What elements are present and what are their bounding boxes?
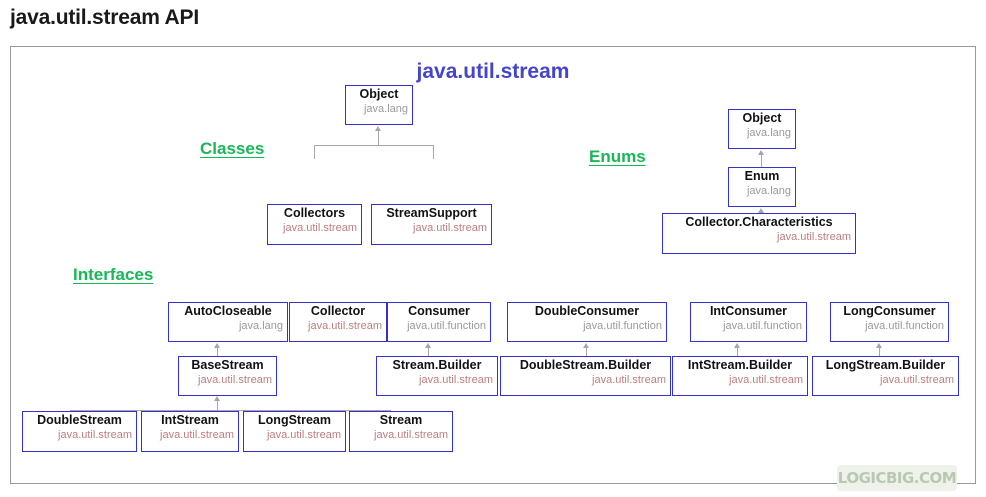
uml-name: DoubleStream: [37, 413, 122, 427]
uml-name: LongConsumer: [843, 304, 936, 318]
uml-package: java.lang: [238, 320, 283, 332]
uml-box-double-stream[interactable]: DoubleStream java.util.stream: [22, 411, 137, 452]
connector-streambuilder-to-consumer: [428, 347, 429, 360]
uml-package: java.util.stream: [283, 222, 357, 234]
connector-arrow-int-consumer: [734, 343, 740, 348]
uml-package: java.util.function: [583, 320, 662, 332]
uml-package: java.util.stream: [880, 374, 954, 386]
section-label-classes: Classes: [200, 139, 265, 158]
uml-box-int-consumer[interactable]: IntConsumer java.util.function: [690, 302, 807, 342]
uml-box-collectors[interactable]: Collectors java.util.stream: [267, 204, 362, 245]
connector-arrow-auto-closeable: [214, 343, 220, 348]
uml-package: java.util.function: [723, 320, 802, 332]
uml-box-stream-builder[interactable]: Stream.Builder java.util.stream: [376, 356, 498, 396]
uml-name: Stream.Builder: [392, 358, 482, 372]
uml-package: java.lang: [363, 103, 408, 115]
connector-arrow-enum: [758, 208, 764, 213]
uml-name: Object: [359, 87, 399, 101]
uml-box-collector-characteristics[interactable]: Collector.Characteristics java.util.stre…: [662, 213, 856, 254]
uml-package: java.util.stream: [374, 429, 448, 441]
uml-name: AutoCloseable: [184, 304, 272, 318]
uml-package: java.util.stream: [58, 429, 132, 441]
uml-package: java.util.function: [865, 320, 944, 332]
uml-name: Object: [742, 111, 782, 125]
connector-arrow-enums-object: [758, 150, 764, 155]
uml-box-auto-closeable[interactable]: AutoCloseable java.lang: [168, 302, 288, 342]
diagram-heading: java.util.stream: [416, 60, 570, 83]
connector-doublestreambuilder-to-doubleconsumer: [586, 347, 587, 360]
connector-basestream-to-autocloseable: [217, 347, 218, 360]
uml-name: StreamSupport: [386, 206, 477, 220]
uml-package: java.util.stream: [777, 231, 851, 243]
connector-drop-collectors: [314, 145, 315, 159]
uml-box-stream[interactable]: Stream java.util.stream: [349, 411, 453, 452]
uml-name: LongStream: [258, 413, 331, 427]
logicbig-watermark-logo: LogicBig.com: [837, 465, 957, 491]
page-title: java.util.stream API: [10, 6, 199, 29]
uml-box-long-stream[interactable]: LongStream java.util.stream: [243, 411, 346, 452]
section-label-enums: Enums: [589, 147, 646, 166]
uml-package: java.util.stream: [592, 374, 666, 386]
uml-package: java.util.stream: [308, 320, 382, 332]
uml-box-enums-object[interactable]: Object java.lang: [728, 109, 796, 149]
uml-name: BaseStream: [191, 358, 264, 372]
uml-box-int-stream-builder[interactable]: IntStream.Builder java.util.stream: [672, 356, 808, 396]
uml-box-long-consumer[interactable]: LongConsumer java.util.function: [830, 302, 949, 342]
uml-name: Stream: [379, 413, 423, 427]
uml-box-classes-object[interactable]: Object java.lang: [345, 85, 413, 125]
uml-name: LongStream.Builder: [825, 358, 946, 372]
section-label-interfaces: Interfaces: [73, 265, 154, 284]
uml-name: DoubleStream.Builder: [519, 358, 652, 372]
uml-name: Consumer: [408, 304, 470, 318]
uml-package: java.lang: [746, 127, 791, 139]
uml-name: IntStream.Builder: [687, 358, 793, 372]
connector-arrow-base-stream: [214, 396, 220, 401]
uml-box-int-stream[interactable]: IntStream java.util.stream: [141, 411, 239, 452]
uml-package: java.util.stream: [413, 222, 487, 234]
connector-arrow-classes-object: [375, 126, 381, 131]
uml-name: IntStream: [161, 413, 219, 427]
uml-package: java.util.function: [407, 320, 486, 332]
uml-package: java.util.stream: [267, 429, 341, 441]
connector-drop-streamsupport: [433, 145, 434, 159]
connector-longstreambuilder-to-longconsumer: [879, 347, 880, 360]
uml-box-collector[interactable]: Collector java.util.stream: [289, 302, 387, 342]
uml-box-stream-support[interactable]: StreamSupport java.util.stream: [371, 204, 492, 245]
uml-name: DoubleConsumer: [534, 304, 640, 318]
uml-name: Collector.Characteristics: [685, 215, 833, 229]
connector-arrow-double-consumer: [583, 343, 589, 348]
connector-basestream-bracket: [70, 410, 391, 411]
uml-package: java.util.stream: [160, 429, 234, 441]
uml-package: java.util.stream: [198, 374, 272, 386]
uml-package: java.util.stream: [729, 374, 803, 386]
connector-classes-vertical: [378, 131, 379, 146]
connector-arrow-long-consumer: [876, 343, 882, 348]
uml-name: Collectors: [283, 206, 346, 220]
uml-package: java.util.stream: [419, 374, 493, 386]
diagram-frame: java.util.stream Classes Enums Interface…: [10, 46, 976, 491]
uml-box-consumer[interactable]: Consumer java.util.function: [387, 302, 491, 342]
uml-box-double-stream-builder[interactable]: DoubleStream.Builder java.util.stream: [500, 356, 671, 396]
connector-classes-bracket: [314, 145, 434, 146]
connector-enum-to-object: [761, 154, 762, 168]
uml-box-long-stream-builder[interactable]: LongStream.Builder java.util.stream: [812, 356, 959, 396]
uml-box-base-stream[interactable]: BaseStream java.util.stream: [178, 356, 277, 396]
uml-name: Enum: [744, 169, 780, 183]
connector-basestream-down-stub: [217, 401, 218, 411]
uml-package: java.lang: [746, 185, 791, 197]
uml-box-double-consumer[interactable]: DoubleConsumer java.util.function: [507, 302, 667, 342]
uml-name: IntConsumer: [709, 304, 788, 318]
connector-intstreambuilder-to-intconsumer: [737, 347, 738, 360]
connector-arrow-consumer: [425, 343, 431, 348]
uml-name: Collector: [310, 304, 366, 318]
uml-box-enum[interactable]: Enum java.lang: [728, 167, 796, 207]
